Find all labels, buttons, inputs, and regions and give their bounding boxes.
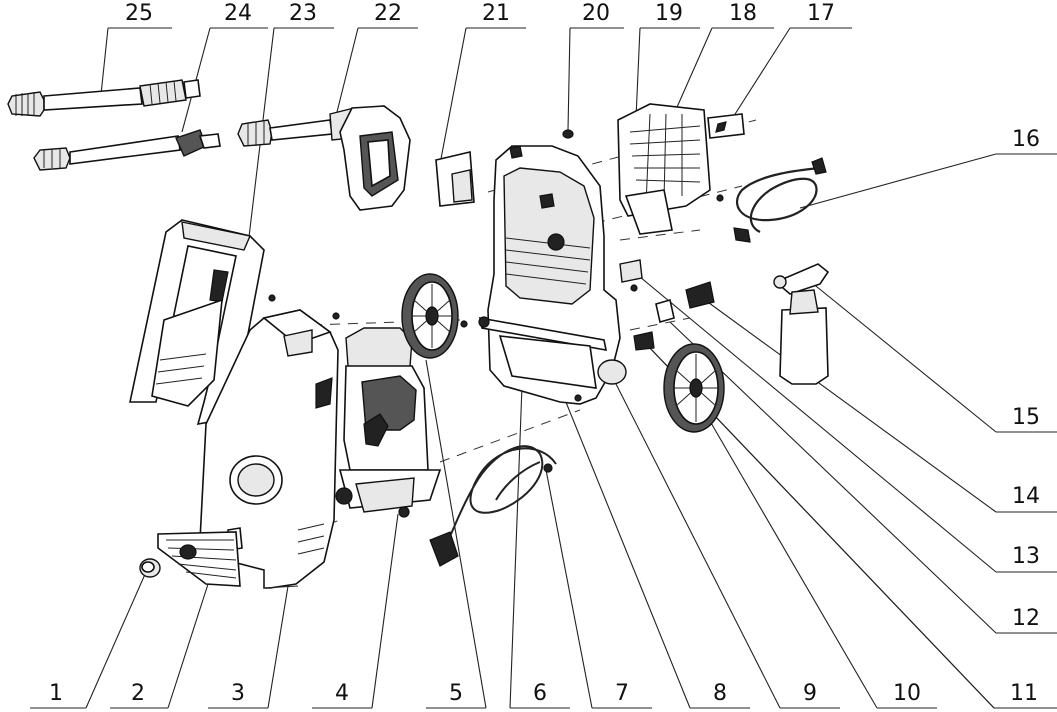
callout-underlines (30, 27, 1057, 709)
screws (268, 194, 724, 402)
callout-9: 9 (803, 681, 817, 706)
lance-part-25 (7, 79, 201, 117)
callout-12: 12 (1012, 606, 1040, 631)
fittings-parts-12-13-14 (619, 259, 715, 351)
rear-frame-part-8 (478, 145, 627, 405)
callout-1: 1 (49, 681, 63, 706)
callout-24: 24 (224, 1, 252, 26)
callout-7: 7 (615, 681, 629, 706)
callout-labels: 25 24 23 22 21 20 19 18 17 16 15 14 13 1… (49, 1, 1040, 706)
nozzle-lance-part-24 (33, 129, 221, 171)
callout-20: 20 (582, 1, 610, 26)
filter-plate-part-2 (157, 531, 241, 587)
callout-25: 25 (125, 1, 153, 26)
callout-16: 16 (1012, 127, 1040, 152)
cap-part-1 (139, 558, 161, 578)
callout-23: 23 (289, 1, 317, 26)
wheel-part-10 (663, 343, 725, 433)
detergent-bottle-part-15 (773, 263, 830, 385)
hose-bracket-part-18 (617, 103, 711, 235)
warning-label-part-17 (707, 113, 745, 139)
clip-part-21 (435, 151, 475, 207)
callout-19: 19 (655, 1, 683, 26)
callout-10: 10 (893, 681, 921, 706)
trigger-gun-part-22 (237, 105, 411, 211)
callout-14: 14 (1012, 484, 1040, 509)
callout-2: 2 (131, 681, 145, 706)
callout-17: 17 (807, 1, 835, 26)
callout-22: 22 (374, 1, 402, 26)
callout-11: 11 (1010, 681, 1038, 706)
power-cord-part-7 (429, 445, 557, 567)
callout-21: 21 (482, 1, 510, 26)
callout-18: 18 (729, 1, 757, 26)
callout-13: 13 (1012, 544, 1040, 569)
motor-pump-part-4 (335, 327, 442, 518)
callout-6: 6 (533, 681, 547, 706)
callout-4: 4 (335, 681, 349, 706)
hose-part-16 (733, 157, 827, 243)
wheel-part-5 (401, 273, 459, 359)
callout-3: 3 (231, 681, 245, 706)
callout-15: 15 (1012, 405, 1040, 430)
callout-8: 8 (713, 681, 727, 706)
callout-5: 5 (449, 681, 463, 706)
screw-part-20 (562, 129, 574, 139)
